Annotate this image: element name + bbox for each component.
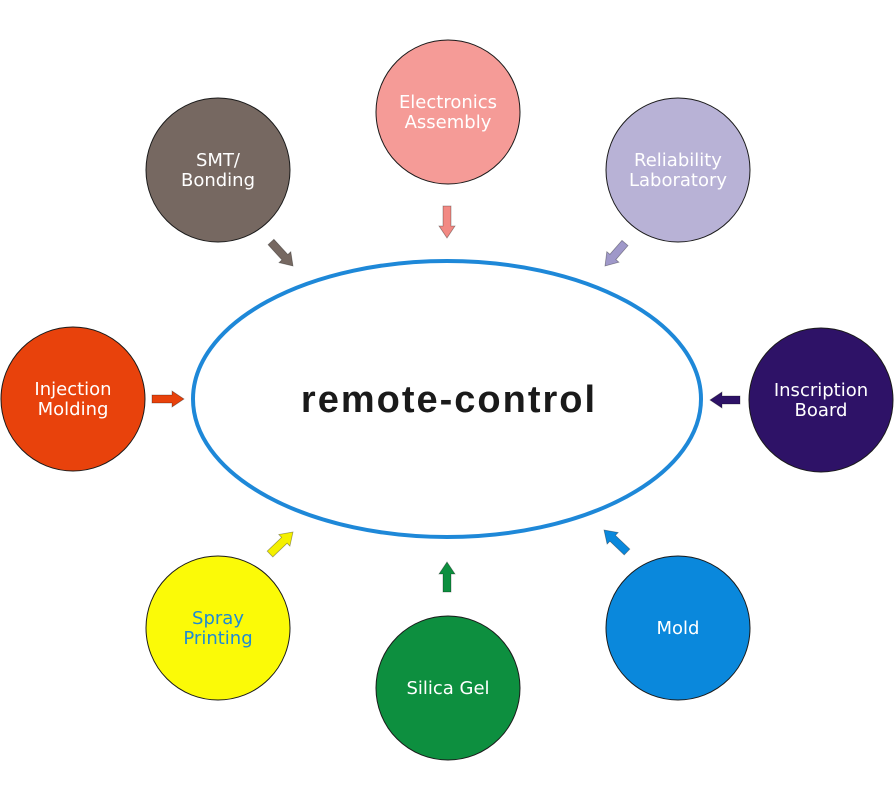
silica-gel-label-line: Silica Gel bbox=[406, 678, 489, 699]
injection-molding-label-line: Molding bbox=[38, 399, 109, 420]
spray-printing-label-line: Printing bbox=[183, 628, 252, 649]
nodes-layer: ElectronicsAssemblyReliabilityLaboratory… bbox=[0, 39, 894, 761]
mold-circle bbox=[605, 555, 751, 701]
spray-printing-label-line: Spray bbox=[192, 608, 244, 629]
electronics-assembly-arrow-icon bbox=[438, 205, 456, 239]
silica-gel-circle bbox=[375, 615, 521, 761]
inscription-board-circle bbox=[748, 327, 894, 473]
node-silica-gel: Silica Gel bbox=[375, 615, 521, 761]
reliability-laboratory-label-line: Reliability bbox=[634, 150, 722, 171]
node-mold: Mold bbox=[605, 555, 751, 701]
center-label: remote-control bbox=[301, 379, 597, 421]
reliability-laboratory-circle bbox=[605, 97, 751, 243]
electronics-assembly-label-line: Assembly bbox=[405, 112, 492, 133]
smt-bonding-circle bbox=[145, 97, 291, 243]
mold-arrow-icon bbox=[603, 529, 631, 556]
silica-gel-arrow-icon bbox=[438, 561, 456, 593]
inscription-board-arrow-icon bbox=[709, 391, 741, 409]
smt-bonding-label-line: SMT/ bbox=[196, 150, 241, 171]
arrows-layer bbox=[151, 205, 741, 593]
smt-bonding-label-line: Bonding bbox=[181, 170, 255, 191]
reliability-laboratory-label-line: Laboratory bbox=[629, 170, 727, 191]
inscription-board-label-line: Board bbox=[795, 400, 848, 421]
electronics-assembly-circle bbox=[375, 39, 521, 185]
spray-printing-arrow-icon bbox=[266, 531, 294, 558]
node-smt-bonding: SMT/Bonding bbox=[145, 97, 291, 243]
center-hub: remote-control bbox=[191, 259, 703, 539]
injection-molding-label-line: Injection bbox=[34, 379, 111, 400]
electronics-assembly-label-line: Electronics bbox=[399, 92, 497, 113]
inscription-board-label-line: Inscription bbox=[774, 380, 868, 401]
smt-bonding-arrow-icon bbox=[267, 238, 294, 267]
reliability-laboratory-arrow-icon bbox=[604, 239, 629, 267]
mold-label-line: Mold bbox=[657, 618, 700, 639]
center-ellipse bbox=[191, 259, 703, 539]
injection-molding-circle bbox=[0, 326, 146, 472]
spray-printing-circle bbox=[145, 555, 291, 701]
injection-molding-arrow-icon bbox=[151, 390, 185, 408]
